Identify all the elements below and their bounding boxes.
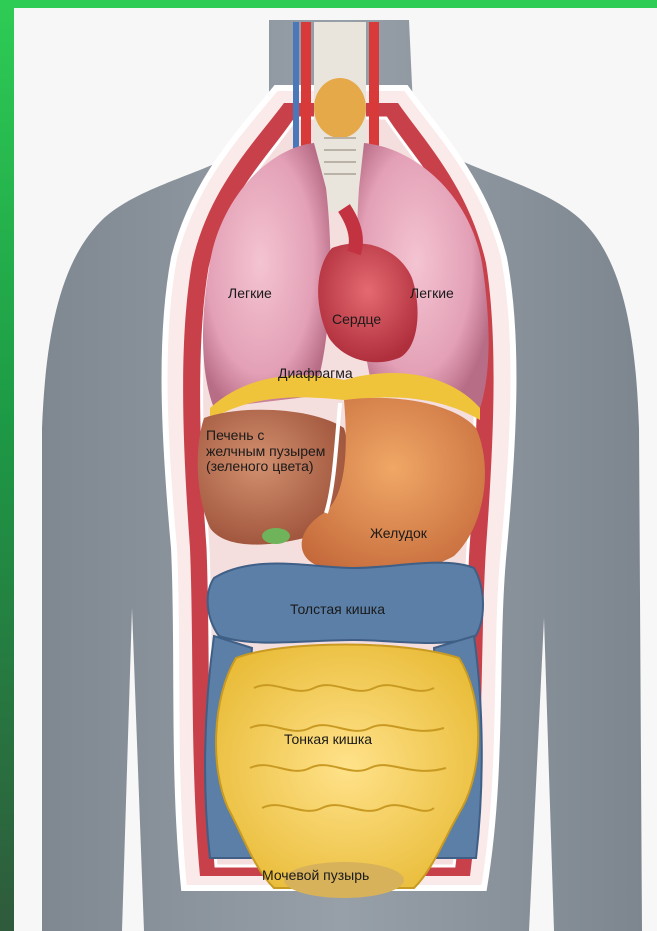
label-lung-left: Легкие [228, 286, 272, 301]
label-heart: Сердце [332, 312, 381, 327]
thyroid-gland [314, 78, 366, 138]
label-lung-right: Легкие [410, 286, 454, 301]
label-small-intestine: Тонкая кишка [284, 732, 372, 747]
label-stomach: Желудок [370, 526, 427, 541]
anatomy-illustration [14, 8, 657, 931]
label-liver: Печень с желчным пузырем (зеленого цвета… [206, 428, 326, 475]
label-diaphragm: Диафрагма [278, 366, 353, 381]
label-bladder: Мочевой пузырь [262, 868, 369, 883]
label-large-intestine: Толстая кишка [290, 602, 385, 617]
diagram-canvas: Легкие Легкие Сердце Диафрагма Печень с … [14, 8, 657, 931]
gallbladder [262, 528, 290, 544]
